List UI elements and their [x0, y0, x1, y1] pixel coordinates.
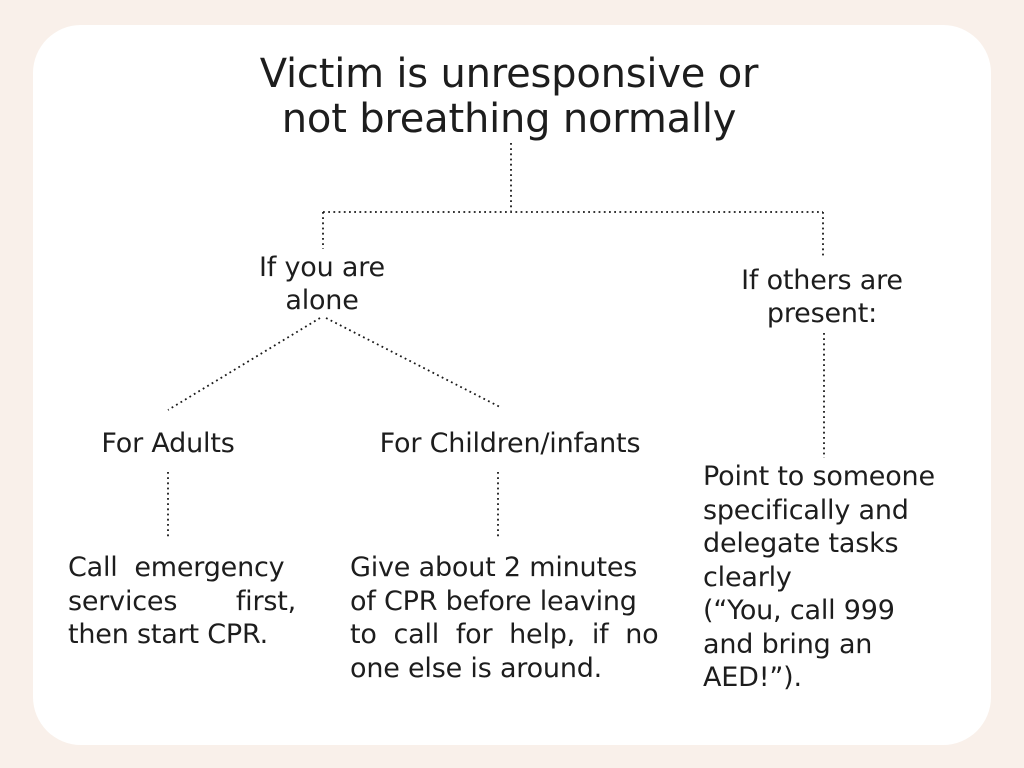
branch-label-others-present: If others are present:: [741, 265, 903, 329]
note-adults-call-first: Call emergency services first, then star…: [68, 552, 297, 650]
leaf-label-for-children-infants: For Children/infants: [379, 428, 641, 459]
leaf-label-for-adults: For Adults: [101, 428, 235, 459]
note-others-delegate-tasks: Point to someone specifically and delega…: [703, 461, 935, 693]
branch-label-alone: If you are alone: [259, 252, 385, 316]
root-node-title: Victim is unresponsive or not breathing …: [259, 51, 759, 142]
note-children-cpr-first: Give about 2 minutes of CPR before leavi…: [350, 552, 659, 684]
